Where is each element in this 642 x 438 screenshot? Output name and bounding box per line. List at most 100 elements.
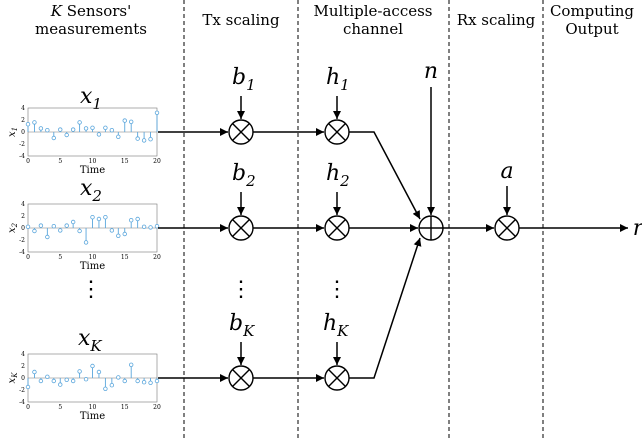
stem-marker: [154, 110, 160, 115]
channel-to-adder-arrows: [349, 131, 422, 379]
sensor-labels: x1 x2 xK ⋮: [78, 84, 102, 355]
multiplier-h1-icon: [324, 119, 350, 145]
xtick-label: 20: [153, 404, 161, 411]
stem-marker: [77, 369, 82, 374]
header-tx-scaling: Tx scaling: [202, 11, 280, 29]
ytick-label: -4: [19, 153, 25, 160]
stem-marker: [25, 121, 31, 127]
stem-marker: [148, 136, 153, 142]
stem-marker: [116, 375, 121, 380]
adder-icon: [418, 215, 444, 241]
header-output-line1: Computing: [550, 2, 634, 20]
stem-marker: [109, 228, 115, 233]
stem-marker: [25, 224, 31, 229]
stem-marker: [32, 228, 37, 234]
output: r: [519, 216, 642, 241]
yaxis-label: x2: [7, 222, 19, 233]
stem-marker: [64, 132, 69, 138]
stem-marker: [64, 377, 69, 382]
h-vdots: ⋮: [326, 277, 348, 302]
stem-marker: [83, 240, 89, 245]
xtick-label: 10: [89, 158, 97, 165]
hK-label: hK: [323, 311, 349, 340]
column-headers: K Sensors' measurements Tx scaling Multi…: [35, 2, 634, 38]
header-sensors: K Sensors': [50, 2, 132, 20]
multiplier-b1-icon: [228, 119, 254, 145]
channel-gains: h1 h2 hK ⋮: [323, 65, 350, 391]
stem-marker: [58, 127, 63, 132]
header-rx-scaling: Rx scaling: [457, 11, 536, 29]
xtick-label: 15: [121, 404, 129, 411]
ytick-label: 0: [21, 129, 25, 136]
ytick-label: 4: [21, 105, 25, 112]
xtick-label: 20: [153, 254, 161, 261]
stem-marker: [32, 369, 37, 375]
xtick-label: 5: [58, 404, 62, 411]
stem-marker: [109, 127, 115, 133]
sensor-vdots: ⋮: [80, 277, 102, 302]
stem-marker: [154, 223, 160, 229]
stem-marker: [51, 135, 56, 141]
b-vdots: ⋮: [230, 277, 252, 302]
xtick-label: 0: [26, 254, 30, 261]
h1-label: h1: [326, 65, 350, 94]
tx-scaling: b1 b2 bK ⋮: [228, 65, 256, 391]
stem-marker: [51, 223, 56, 229]
stem-marker: [77, 120, 82, 125]
stem-marker: [83, 126, 89, 131]
ytick-label: 2: [21, 213, 25, 220]
ytick-label: -2: [19, 141, 25, 148]
xtick-label: 10: [89, 404, 97, 411]
stem-marker: [116, 233, 121, 238]
stem-marker: [90, 214, 95, 220]
stem-marker: [128, 119, 134, 124]
stem-marker: [32, 120, 37, 125]
stem-marker: [148, 225, 153, 230]
tx-to-channel-arrows: [253, 128, 324, 382]
xtick-label: 5: [58, 158, 62, 165]
stem-marker: [103, 125, 108, 130]
stem-marker: [122, 231, 127, 237]
b1-label: b1: [232, 65, 256, 94]
header-mac-line1: Multiple-access: [313, 2, 432, 20]
stem-marker: [45, 234, 50, 240]
header-output-line2: Output: [565, 20, 618, 38]
sensor-label-2: x2: [80, 176, 102, 205]
xtick-label: 15: [121, 158, 129, 165]
multiplier-a-icon: [494, 215, 520, 241]
stem-marker: [148, 380, 153, 385]
stem-marker: [135, 136, 140, 141]
stem-marker: [83, 377, 89, 382]
stem-marker: [70, 378, 76, 384]
ytick-label: -2: [19, 237, 25, 244]
ytick-label: 2: [21, 363, 25, 370]
stem-marker: [45, 374, 50, 379]
yaxis-label: xK: [7, 372, 19, 384]
xtick-label: 10: [89, 254, 97, 261]
stem-marker: [122, 118, 127, 123]
stem-marker: [128, 217, 134, 223]
arrow-hK-to-sum: [349, 237, 422, 379]
stem-marker: [38, 378, 44, 384]
stem-marker: [135, 216, 140, 222]
yaxis-label: x1: [7, 127, 19, 137]
stem-marker: [128, 362, 134, 367]
stem-marker: [70, 127, 76, 132]
header-mac-line2: channel: [343, 20, 403, 38]
xaxis-label: Time: [80, 261, 105, 272]
rx-scaling: a: [443, 159, 520, 241]
bK-label: bK: [229, 311, 255, 340]
ytick-label: 4: [21, 351, 25, 358]
stem-marker: [77, 228, 82, 234]
arrow-h1-to-sum: [349, 131, 421, 220]
ytick-label: 2: [21, 117, 25, 124]
stem-marker: [38, 126, 44, 131]
output-label: r: [633, 216, 642, 241]
sensor-label-1: x1: [80, 84, 102, 113]
stem-marker: [58, 382, 63, 387]
